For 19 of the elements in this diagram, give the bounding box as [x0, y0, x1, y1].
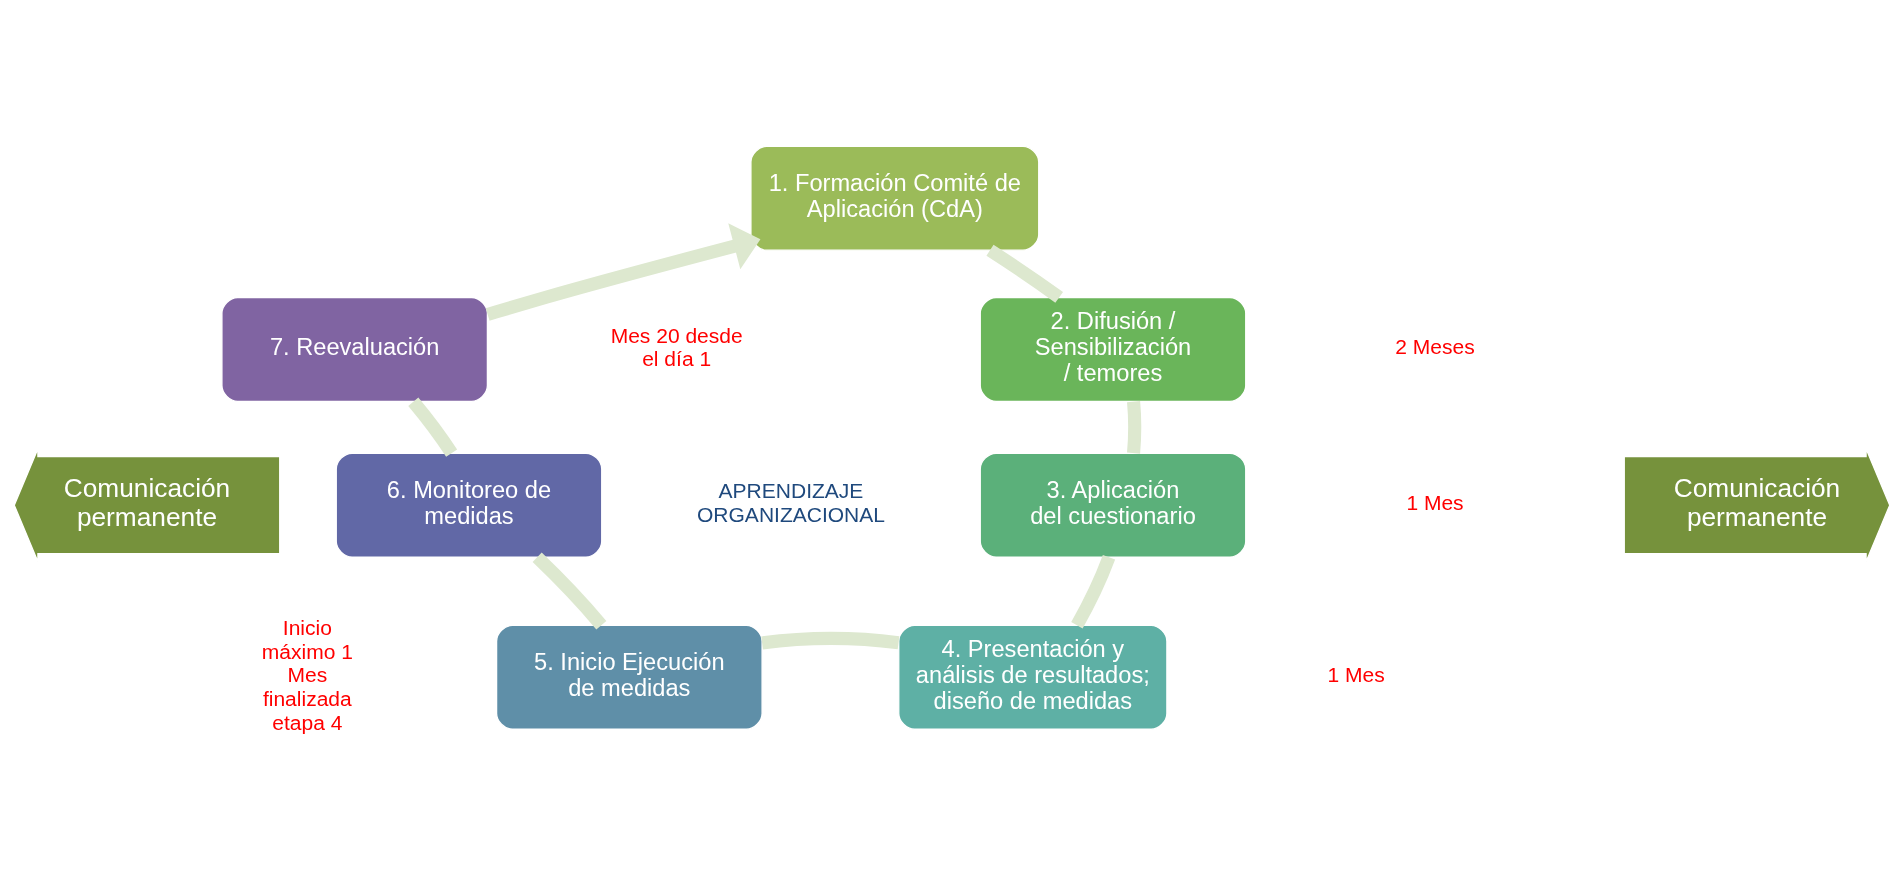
node-box: 6. Monitoreo de medidas: [335, 452, 602, 558]
label: Inicio máximo 1 Mes finalizada etapa 4: [261, 615, 353, 734]
connector: [760, 631, 899, 650]
node-box: 4. Presentación y análisis de resultados; diseño de medidas: [897, 624, 1168, 730]
label: 1 Mes: [1327, 663, 1385, 687]
node-box: 2. Difusión / Sensibilización / temores: [979, 296, 1246, 402]
label: APRENDIZAJE ORGANIZACIONAL: [696, 479, 885, 526]
node-box: 7. Reevaluación: [220, 296, 488, 402]
connector: [1126, 401, 1141, 454]
connector: [532, 552, 606, 630]
connector: [407, 397, 457, 457]
node-box: 1. Formación Comité de Aplicación (CdA): [749, 145, 1039, 251]
label: 2 Meses: [1394, 335, 1475, 359]
label: 1 Mes: [1405, 491, 1464, 515]
label: Mes 20 desde el día 1: [610, 323, 743, 371]
node-box: 3. Aplicación del cuestionario: [979, 452, 1246, 558]
node-box: 5. Inicio Ejecución de medidas: [495, 624, 763, 730]
arrow: [485, 223, 760, 321]
connector: [1070, 555, 1115, 629]
